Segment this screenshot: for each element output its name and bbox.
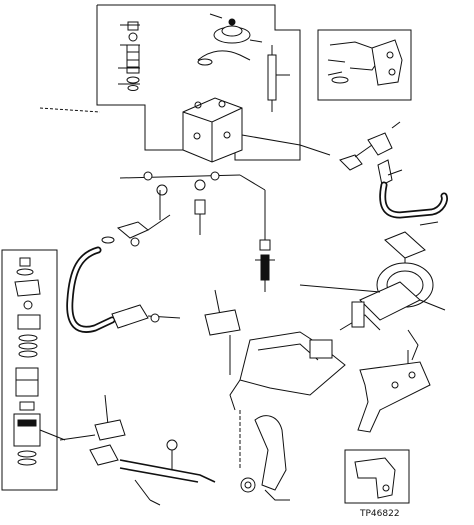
right-hose (379, 181, 448, 226)
right-fittings (339, 121, 403, 186)
center-vertical-parts (239, 174, 275, 292)
bottom-right-inset (344, 449, 410, 504)
center-linkage (204, 289, 346, 470)
lower-linkage (59, 394, 290, 506)
top-right-inset (317, 29, 412, 101)
cylinder-assembly (299, 231, 446, 433)
top-inset (96, 4, 301, 161)
figure-reference-code: TP46822 (359, 509, 400, 519)
left-hose (66, 246, 181, 333)
left-parts-column (1, 249, 66, 491)
valve-fittings (101, 171, 241, 247)
valve-block (39, 97, 331, 163)
